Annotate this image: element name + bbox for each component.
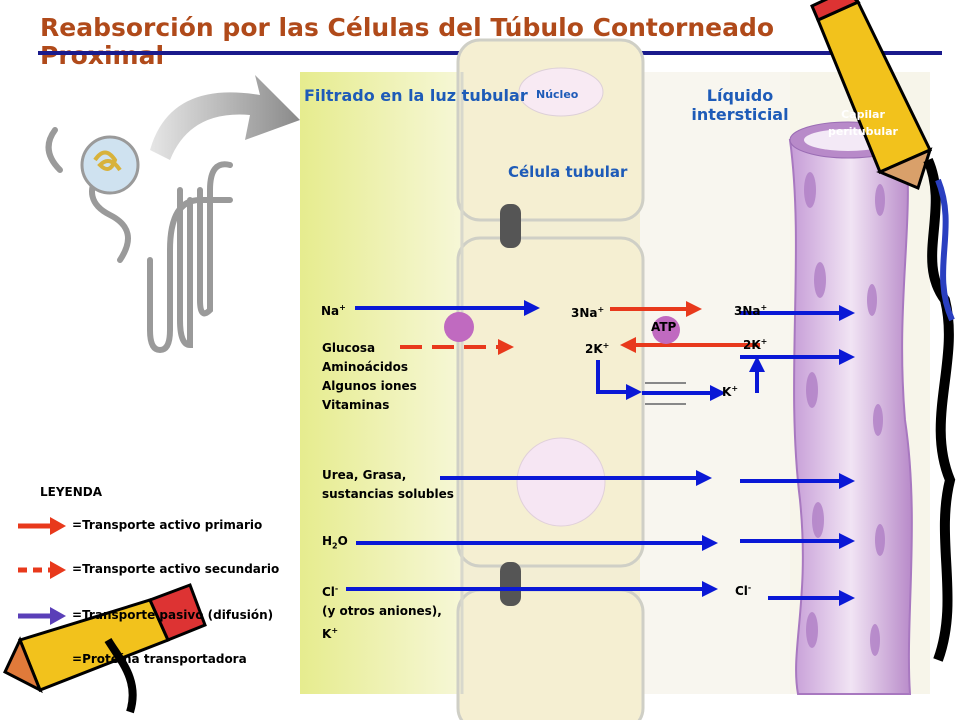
ion-k: K+ [722, 384, 739, 399]
legend-protein: =Proteína transportadora [72, 652, 247, 666]
pencil-top-right [810, 0, 956, 662]
nucleus-middle [516, 437, 606, 527]
nephron-sketch [45, 127, 233, 354]
ion-3na-left: 3Na+ [571, 305, 605, 320]
label-nucleus: Núcleo [536, 88, 579, 101]
cotransport-list: Glucosa Aminoácidos Algunos iones Vitami… [322, 341, 417, 412]
label-interstitial: Líquido intersticial [691, 86, 789, 124]
carrier-protein [444, 312, 474, 342]
active-arrows [400, 301, 760, 355]
ion-2k-right: 2K+ [743, 337, 768, 352]
cell-bottom [456, 588, 645, 720]
ion-2k-left: 2K+ [585, 341, 610, 356]
nucleus-top [518, 67, 604, 117]
ion-h2o: H2O [322, 534, 348, 551]
page-title: Reabsorción por las Células del Túbulo C… [40, 13, 775, 70]
glomerulus-sketch [80, 135, 140, 195]
legend-title: LEYENDA [40, 485, 103, 499]
passive-arrows [346, 300, 855, 606]
legend-passive: =Transporte pasivo (difusión) [72, 608, 274, 622]
peritubular-capillary [788, 139, 913, 695]
ion-3na-right: 3Na+ [734, 303, 768, 318]
legend-secondary: =Transporte activo secundario [72, 562, 280, 576]
ion-cl-right: Cl- [735, 583, 752, 598]
urea-list: Urea, Grasa, sustancias solubles [322, 468, 454, 501]
capillary-cells [804, 172, 885, 656]
pencil-bottom-left [3, 583, 207, 714]
label-atp: ATP [651, 320, 677, 334]
tight-junction-bottom [500, 562, 521, 606]
label-lumen: Filtrado en la luz tubular [304, 86, 528, 105]
zoom-arrow [150, 75, 300, 160]
tight-junction-top [500, 204, 521, 248]
cell-top [456, 38, 645, 222]
label-capillary: Capilar peritubular [828, 108, 898, 138]
ion-na: Na+ [321, 303, 346, 318]
label-cell: Célula tubular [508, 163, 628, 181]
legend-primary: =Transporte activo primario [72, 518, 263, 532]
chloride-list: Cl- (y otros aniones), K+ [322, 584, 442, 641]
atp-pump [652, 316, 680, 344]
